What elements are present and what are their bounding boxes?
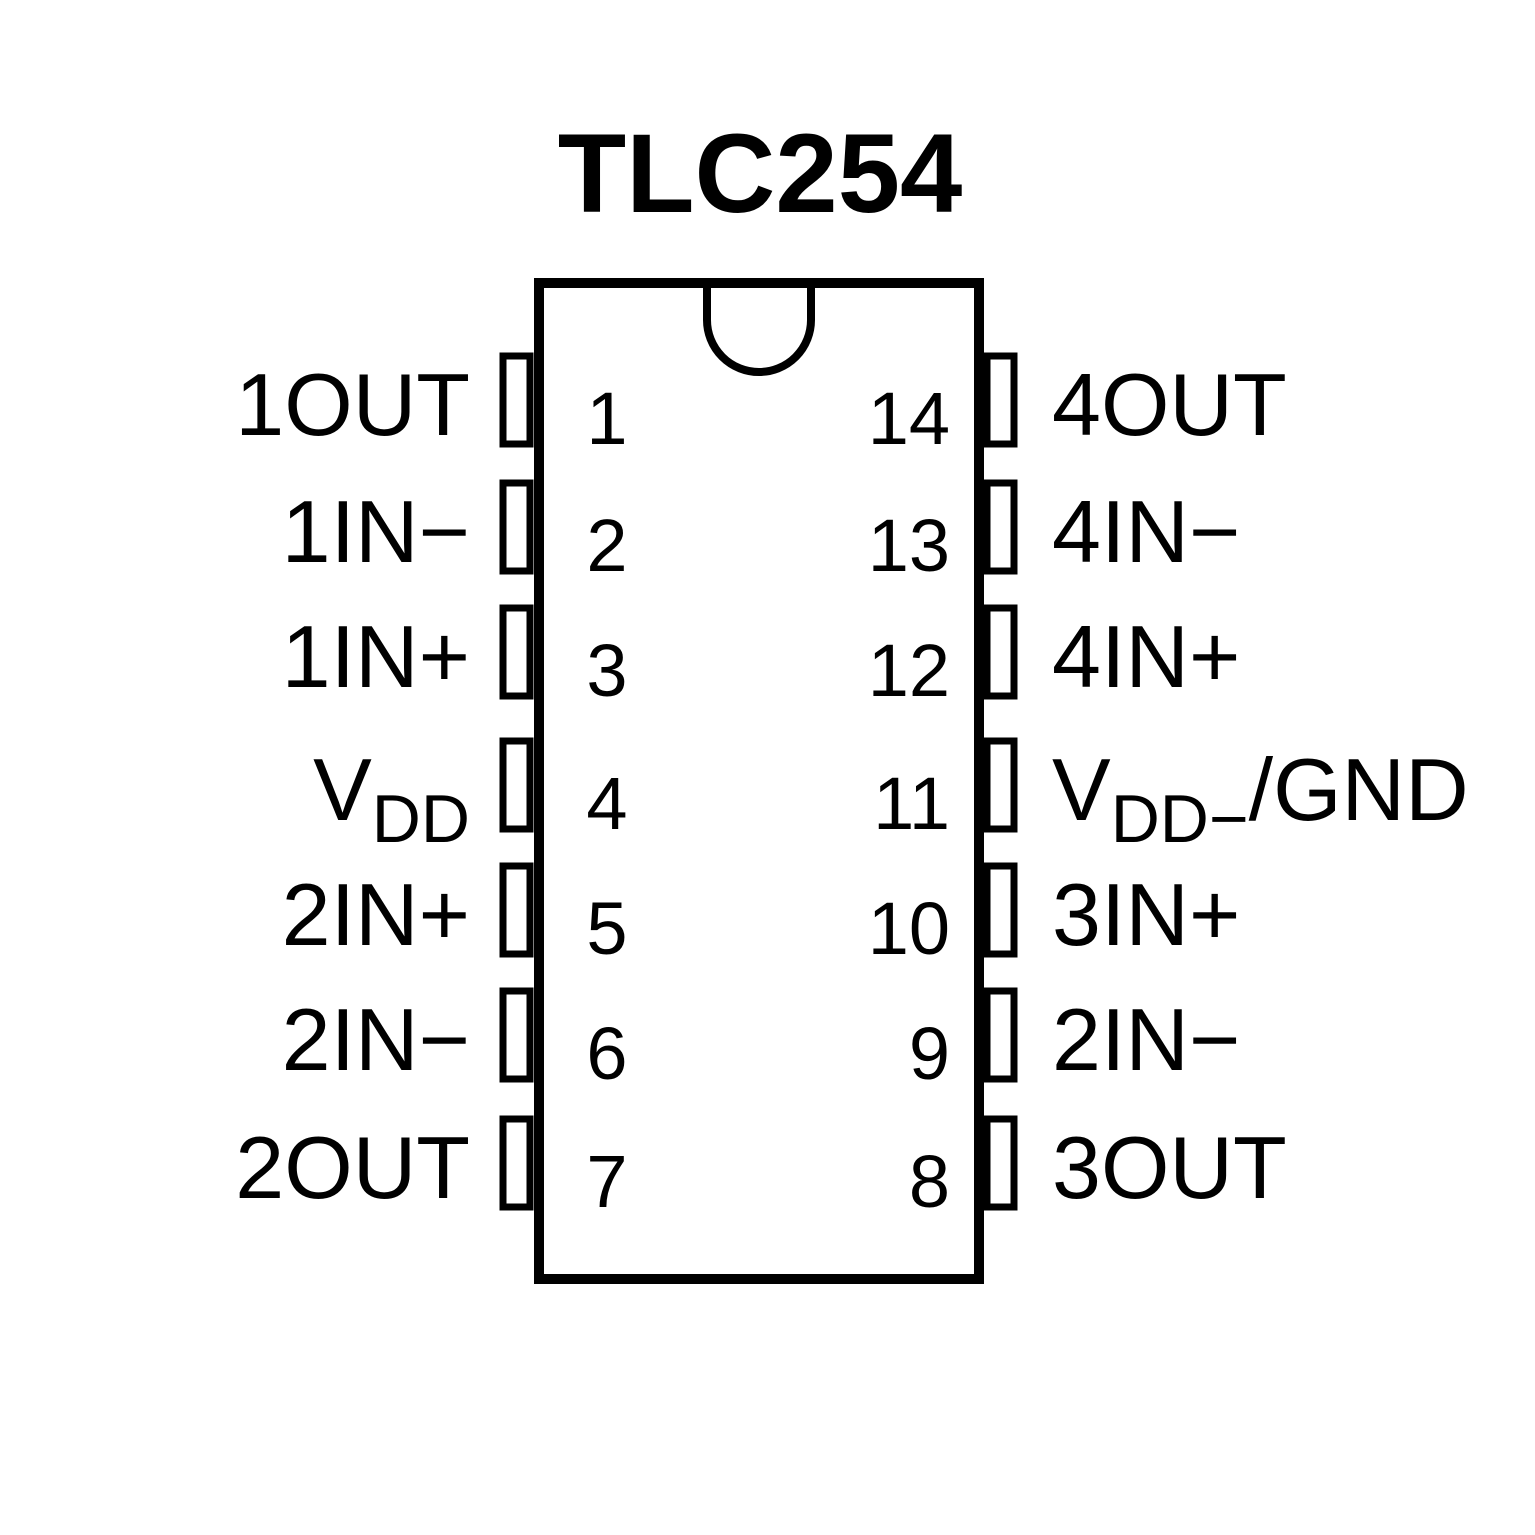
pin-number: 3	[586, 629, 627, 712]
pin-2: 2 1IN−	[282, 479, 628, 587]
pin-number: 12	[868, 629, 950, 712]
pin-number: 7	[586, 1140, 627, 1223]
pin-6: 6 2IN−	[282, 987, 628, 1095]
pin-number: 14	[868, 377, 950, 460]
pin-label-main: 2IN−	[282, 990, 470, 1089]
pin-label-main: 3IN+	[1052, 865, 1240, 964]
pin-number: 9	[909, 1012, 950, 1095]
pin-5: 5 2IN+	[282, 862, 628, 970]
pin-14: 14 4OUT	[868, 352, 1287, 460]
pin-7: 7 2OUT	[235, 1115, 628, 1223]
pin-label-main: 2IN+	[282, 865, 470, 964]
pin-label-main: 3OUT	[1052, 1118, 1287, 1217]
pin-label-main: 2OUT	[235, 1118, 470, 1217]
pin-label-main: 1IN+	[282, 607, 470, 706]
pin-lead	[499, 737, 534, 833]
pin-label: 4IN−	[1052, 482, 1240, 581]
pin-lead	[983, 479, 1018, 575]
pin-lead	[983, 987, 1018, 1083]
pin-12: 12 4IN+	[868, 604, 1240, 712]
pin-label: 1IN+	[282, 607, 470, 706]
pin-4: 4 VDD	[313, 737, 628, 857]
pin-label: VDD−/GND	[1052, 740, 1469, 857]
pin-13: 13 4IN−	[868, 479, 1240, 587]
pin-number: 5	[586, 887, 627, 970]
pin-lead	[983, 1115, 1018, 1211]
pin-number: 13	[868, 504, 950, 587]
pin-label: 3IN+	[1052, 865, 1240, 964]
pin-label-suffix: /GND	[1249, 740, 1469, 839]
pin-label-main: 4OUT	[1052, 355, 1287, 454]
pin-number: 11	[873, 762, 950, 845]
pin-10: 10 3IN+	[868, 862, 1240, 970]
pin1-notch	[703, 288, 815, 376]
pin-label-main: 4IN+	[1052, 607, 1240, 706]
pin-label: 1OUT	[235, 355, 470, 454]
pin-number: 8	[909, 1140, 950, 1223]
pin-label: 3OUT	[1052, 1118, 1287, 1217]
pin-label: 2OUT	[235, 1118, 470, 1217]
pin-number: 10	[868, 887, 950, 970]
pin-lead	[983, 737, 1018, 833]
chip-body	[534, 278, 984, 1284]
pin-9: 9 2IN−	[909, 987, 1240, 1095]
chip-title: TLC254	[558, 111, 963, 236]
pin-label: 2IN−	[1052, 990, 1240, 1089]
pin-lead	[983, 604, 1018, 700]
pin-label: 4IN+	[1052, 607, 1240, 706]
pin-label-main: 1IN−	[282, 482, 470, 581]
pin-lead	[499, 352, 534, 448]
pin-label: 1IN−	[282, 482, 470, 581]
pin-lead	[499, 1115, 534, 1211]
pin-label: 2IN−	[282, 990, 470, 1089]
pin-number: 6	[586, 1012, 627, 1095]
pin-label-main: V	[313, 740, 372, 839]
pin-label-subscript: DD	[372, 781, 470, 857]
pin-lead	[499, 479, 534, 575]
pin-label: 2IN+	[282, 865, 470, 964]
pin-lead	[499, 604, 534, 700]
pin-lead	[499, 862, 534, 958]
pin-label-main: V	[1052, 740, 1111, 839]
pin-lead	[983, 862, 1018, 958]
pin-label-main: 2IN−	[1052, 990, 1240, 1089]
pin-label-main: 1OUT	[235, 355, 470, 454]
pin-label: 4OUT	[1052, 355, 1287, 454]
pin-1: 1 1OUT	[235, 352, 628, 460]
pin-number: 4	[586, 762, 627, 845]
pin-number: 1	[586, 377, 627, 460]
pin-11: 11 VDD−/GND	[873, 737, 1469, 857]
pin-lead	[499, 987, 534, 1083]
pin-label-main: 4IN−	[1052, 482, 1240, 581]
pin-label-subscript: DD−	[1111, 781, 1249, 857]
pin-lead	[983, 352, 1018, 448]
pin-number: 2	[586, 504, 627, 587]
pin-label: VDD	[313, 740, 470, 857]
pin-8: 8 3OUT	[909, 1115, 1287, 1223]
pin-3: 3 1IN+	[282, 604, 628, 712]
